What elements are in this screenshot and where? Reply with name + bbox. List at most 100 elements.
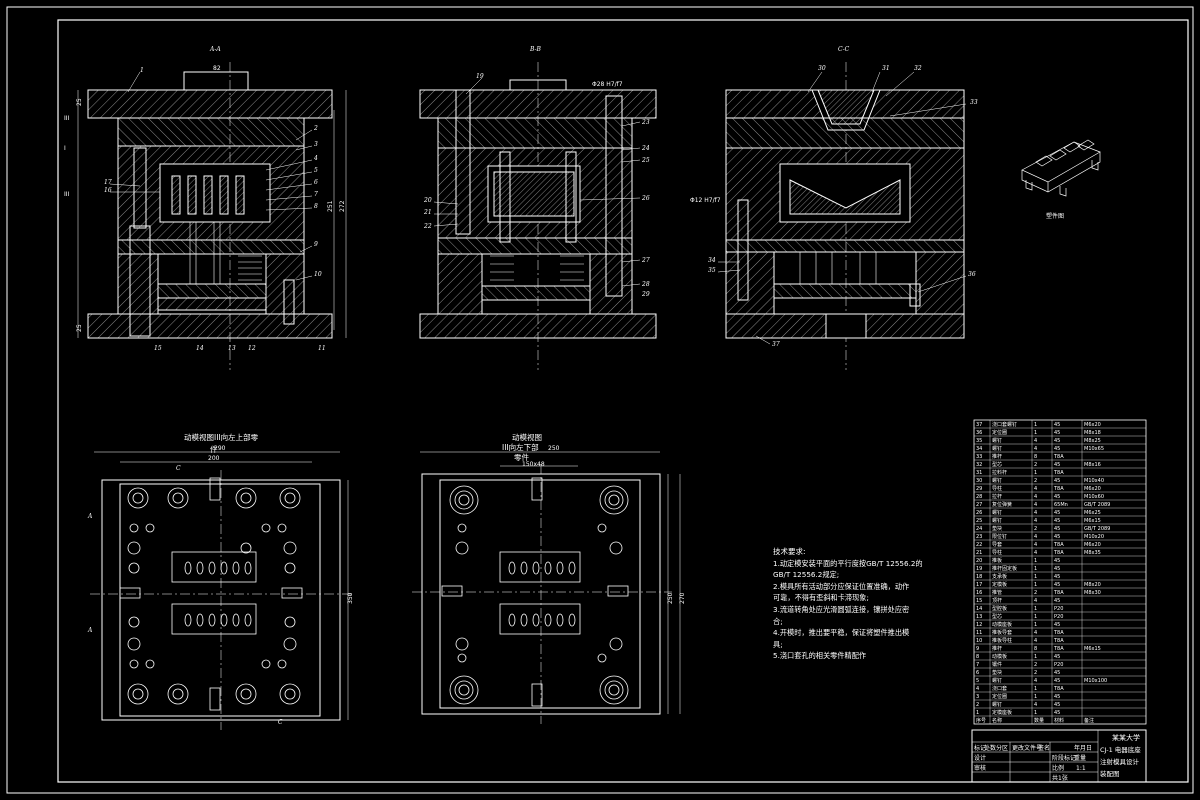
parts-cell: 推板导柱 — [992, 637, 1012, 644]
parts-cell: T8A — [1053, 542, 1064, 548]
parts-cell: 45 — [1054, 566, 1060, 572]
section-mark-a-bottom: A — [87, 627, 93, 634]
parts-cell: 45 — [1054, 670, 1060, 676]
parts-cell: 推板 — [992, 557, 1002, 564]
parts-cell: 4 — [1034, 518, 1037, 524]
balloon-aa-10: 10 — [314, 271, 322, 278]
parts-cell: 4 — [1034, 702, 1037, 708]
tb-designer: 设计 — [974, 754, 986, 762]
parts-cell: 1 — [1034, 582, 1037, 588]
fixed-half-title-3: 零件 — [514, 452, 529, 462]
tb-ratio: 比例 — [1052, 764, 1064, 772]
parts-cell: 7 — [976, 662, 979, 668]
tech-req-line-6: 合; — [773, 616, 783, 626]
parts-cell: 浇口套螺钉 — [992, 421, 1017, 428]
parts-cell: 12 — [976, 622, 982, 628]
dim-width-270: 270 — [679, 592, 686, 604]
balloon-cc-30: 30 — [818, 65, 826, 72]
parts-cell: 推板导套 — [992, 629, 1012, 636]
parts-cell: 1 — [1034, 622, 1037, 628]
parts-cell: 8 — [1034, 646, 1037, 652]
parts-cell: 4 — [1034, 486, 1037, 492]
dim-guide-fit-2: Φ12 H7/f7 — [690, 197, 721, 204]
parts-cell: 65Mn — [1054, 502, 1068, 508]
tech-req-line-3: 2.模具所有活动部分应保证位置准确，动作 — [773, 581, 910, 591]
parts-cell: 32 — [976, 462, 982, 468]
parts-cell: 45 — [1054, 678, 1060, 684]
parts-cell: 13 — [976, 614, 982, 620]
tb-school: 某某大学 — [1112, 733, 1140, 742]
parts-cell: 导套 — [992, 541, 1002, 548]
parts-cell: 45 — [1054, 518, 1060, 524]
parts-cell: 8 — [1034, 454, 1037, 460]
parts-cell: 27 — [976, 502, 982, 508]
tech-req-line-7: 4.开模时，推出要平稳，保证将塑件推出模 — [773, 628, 910, 638]
balloon-aa-17: 17 — [104, 179, 112, 186]
dim-plan-outer: 290 — [214, 445, 226, 452]
parts-cell: 23 — [976, 534, 982, 540]
parts-cell: 1 — [1034, 606, 1037, 612]
parts-cell: 4 — [1034, 598, 1037, 604]
parts-cell: 型芯 — [992, 613, 1002, 620]
section-mark-a-top: A — [87, 513, 93, 520]
parts-cell: 1 — [1034, 574, 1037, 580]
parts-cell: M6x20 — [1084, 542, 1101, 548]
parts-cell: 8 — [976, 654, 979, 660]
parts-cell: 45 — [1054, 462, 1060, 468]
dim-plan-height-2: 250 — [667, 592, 674, 604]
parts-cell: P20 — [1054, 606, 1063, 612]
parts-header-cell: 数量 — [1034, 717, 1044, 724]
parts-cell: 2 — [1034, 590, 1037, 596]
tb-stage: 阶段标记 — [1052, 754, 1076, 762]
parts-cell: 45 — [1054, 430, 1060, 436]
parts-cell: 45 — [1054, 622, 1060, 628]
balloon-bb-21: 21 — [423, 209, 432, 216]
parts-cell: 1 — [1034, 430, 1037, 436]
parts-cell: 拉杆 — [992, 493, 1002, 500]
parts-cell: M10x20 — [1084, 534, 1104, 540]
parts-cell: 顶杆 — [992, 597, 1002, 604]
parts-cell: 1 — [1034, 566, 1037, 572]
parts-cell: M10x40 — [1084, 478, 1104, 484]
parts-cell: 19 — [976, 566, 982, 572]
parts-cell: 4 — [1034, 510, 1037, 516]
parts-cell: 37 — [976, 422, 982, 428]
balloon-aa-15: 15 — [154, 345, 162, 352]
parts-cell: 4 — [976, 686, 979, 692]
parts-cell: T8A — [1053, 454, 1064, 460]
parts-cell: 4 — [1034, 494, 1037, 500]
parts-cell: M8x35 — [1084, 550, 1101, 556]
parts-cell: 24 — [976, 526, 982, 532]
parts-cell: P20 — [1054, 614, 1063, 620]
parts-cell: 推杆固定板 — [992, 565, 1017, 572]
parts-cell: 5 — [976, 678, 979, 684]
parts-cell: 定模座板 — [992, 709, 1012, 716]
parts-cell: 垫块 — [992, 525, 1002, 532]
parts-cell: 45 — [1054, 574, 1060, 580]
parts-cell: M6x15 — [1084, 518, 1101, 524]
parts-cell: GB/T 2089 — [1084, 526, 1110, 532]
part-isometric-view: 塑件图 — [1021, 139, 1101, 220]
tech-req-line-8: 具; — [773, 639, 783, 649]
parts-cell: 1 — [976, 710, 979, 716]
parts-cell: T8A — [1053, 590, 1064, 596]
parts-cell: 14 — [976, 606, 982, 612]
parts-cell: 1 — [1034, 470, 1037, 476]
section-mark-c-bottom: C — [278, 719, 283, 726]
balloon-bb-29: 29 — [641, 291, 650, 298]
outer-frame — [6, 6, 1194, 794]
part-view-caption: 塑件图 — [1046, 212, 1064, 220]
parts-cell: 4 — [1034, 638, 1037, 644]
parts-cell: 2 — [1034, 526, 1037, 532]
balloon-aa-11: 11 — [318, 345, 326, 352]
dim-cavity-size: 150x48 — [522, 461, 545, 468]
parts-cell: 镶件 — [992, 661, 1002, 668]
balloon-bb-20: 20 — [423, 197, 432, 204]
parts-cell: 动模板 — [992, 653, 1007, 660]
parts-cell: 型腔板 — [992, 605, 1007, 612]
tb-label-sign: 签名 — [1038, 744, 1050, 752]
parts-cell: T8A — [1053, 550, 1064, 556]
balloon-aa-7: 7 — [314, 191, 318, 198]
parts-cell: 26 — [976, 510, 982, 516]
tech-req-line-2: GB/T 12556.2规定; — [773, 570, 840, 580]
